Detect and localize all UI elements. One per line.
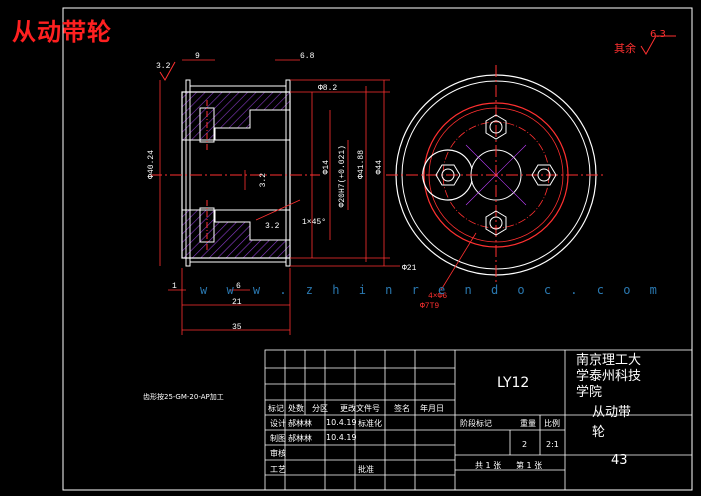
- hole-top: [485, 114, 507, 140]
- dim-phi-8-2: Φ8.2: [318, 84, 338, 93]
- drawing-number: LY12: [497, 375, 530, 391]
- dim-holes: 4×Φ6: [428, 292, 448, 301]
- sheets-total: 共 1 张: [475, 461, 502, 470]
- stage-label: 阶段标记: [460, 419, 492, 428]
- label-zone: 分区: [312, 404, 328, 413]
- dim-35: 35: [232, 323, 242, 332]
- dim-ra-3-2: 3.2: [156, 62, 171, 71]
- label-date: 年月日: [420, 404, 444, 413]
- dim-3-2-center: 3.2: [259, 173, 268, 188]
- dim-pcd: Φ7T9: [420, 302, 440, 311]
- weight-label: 重量: [520, 419, 536, 428]
- school-line-1: 南京理工大: [576, 353, 642, 368]
- dim-21: 21: [232, 298, 242, 307]
- hole-left: [435, 164, 461, 186]
- page-title: 从动带轮: [12, 18, 112, 46]
- dim-chamfer: 1×45°: [302, 218, 327, 227]
- part-name-line-1: 从动带: [592, 405, 632, 420]
- scale-value: 2:1: [546, 440, 559, 449]
- hole-right: [531, 164, 557, 186]
- dim-phi-40-24: Φ40.24: [147, 150, 156, 179]
- draw-label: 制图: [270, 434, 286, 443]
- scale-label: 比例: [544, 419, 560, 428]
- label-change: 更改文件号: [340, 404, 380, 413]
- title-block: [264, 349, 693, 491]
- dim-6: 6: [236, 282, 241, 291]
- check-label: 审核: [270, 449, 286, 458]
- draw-date: 10.4.19: [326, 433, 357, 442]
- approve-label: 批准: [358, 465, 374, 474]
- hole-bottom: [485, 210, 507, 236]
- section-view: [150, 59, 400, 335]
- label-mark: 标记: [268, 404, 284, 413]
- dim-9: 9: [195, 52, 200, 61]
- dim-phi-21: Φ21: [402, 264, 417, 273]
- sheet-of: 第 1 张: [516, 461, 543, 470]
- watermark: w w w . z h i n r e n d o c . c o m: [200, 283, 663, 297]
- weight-value: 2: [522, 440, 528, 449]
- roughness-prefix: 其余: [614, 42, 636, 55]
- label-count: 处数: [288, 404, 304, 413]
- dim-phi-44: Φ44: [375, 160, 384, 175]
- draw-name: 郝林林: [288, 434, 312, 443]
- process-label: 工艺: [270, 465, 286, 474]
- design-date: 10.4.19: [326, 418, 357, 427]
- roughness-symbol: [640, 35, 676, 55]
- dim-phi-14: Φ14: [322, 160, 331, 175]
- roughness-value: 6.3: [650, 29, 666, 40]
- front-view: [386, 65, 606, 291]
- std-label: 标准化: [358, 419, 382, 428]
- design-name: 郝林林: [288, 419, 312, 428]
- dim-1: 1: [172, 282, 177, 291]
- dim-6-8: 6.8: [300, 52, 315, 61]
- side-note: 齿形按25-GM-20-AP加工: [143, 393, 224, 401]
- label-sign: 签名: [394, 404, 410, 413]
- design-label: 设计: [270, 419, 286, 428]
- school-line-3: 学院: [576, 385, 603, 400]
- dim-phi-20h: Φ20H7(+0.021): [338, 145, 347, 208]
- sheet-number: 43: [611, 453, 628, 468]
- dim-phi-41-88: Φ41.88: [357, 150, 366, 179]
- part-name-line-2: 轮: [592, 425, 606, 440]
- dim-3-2-bottom: 3.2: [265, 222, 280, 231]
- school-line-2: 学泰州科技: [576, 369, 642, 384]
